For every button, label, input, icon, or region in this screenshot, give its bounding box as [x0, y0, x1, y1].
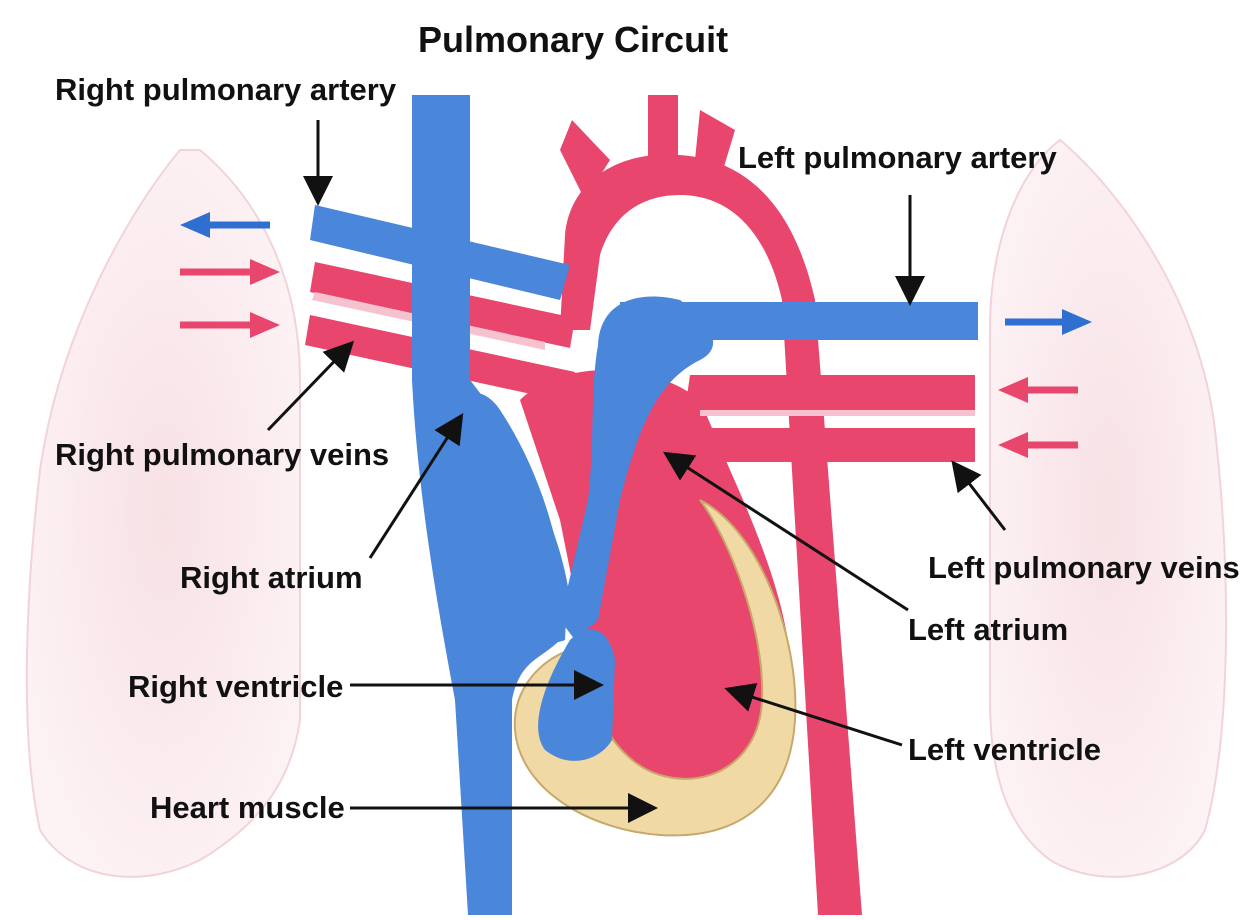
label-right-pulmonary-artery: Right pulmonary artery	[55, 72, 397, 107]
label-left-ventricle: Left ventricle	[908, 732, 1101, 767]
label-right-ventricle: Right ventricle	[128, 669, 343, 704]
label-heart-muscle: Heart muscle	[150, 790, 345, 825]
diagram-title: Pulmonary Circuit	[418, 19, 728, 60]
right-ventricle-chamber	[538, 630, 615, 761]
label-left-atrium: Left atrium	[908, 612, 1068, 647]
left-common-carotid	[648, 95, 678, 160]
left-pulmonary-vein-upper	[685, 375, 975, 410]
label-right-atrium: Right atrium	[180, 560, 363, 595]
label-left-pulmonary-artery: Left pulmonary artery	[738, 140, 1057, 175]
right-lung	[27, 150, 300, 877]
label-left-pulmonary-veins: Left pulmonary veins	[928, 550, 1240, 585]
label-right-pulmonary-veins: Right pulmonary veins	[55, 437, 389, 472]
left-pulmonary-vein-lower	[685, 428, 975, 462]
left-vein-highlight	[700, 410, 975, 416]
